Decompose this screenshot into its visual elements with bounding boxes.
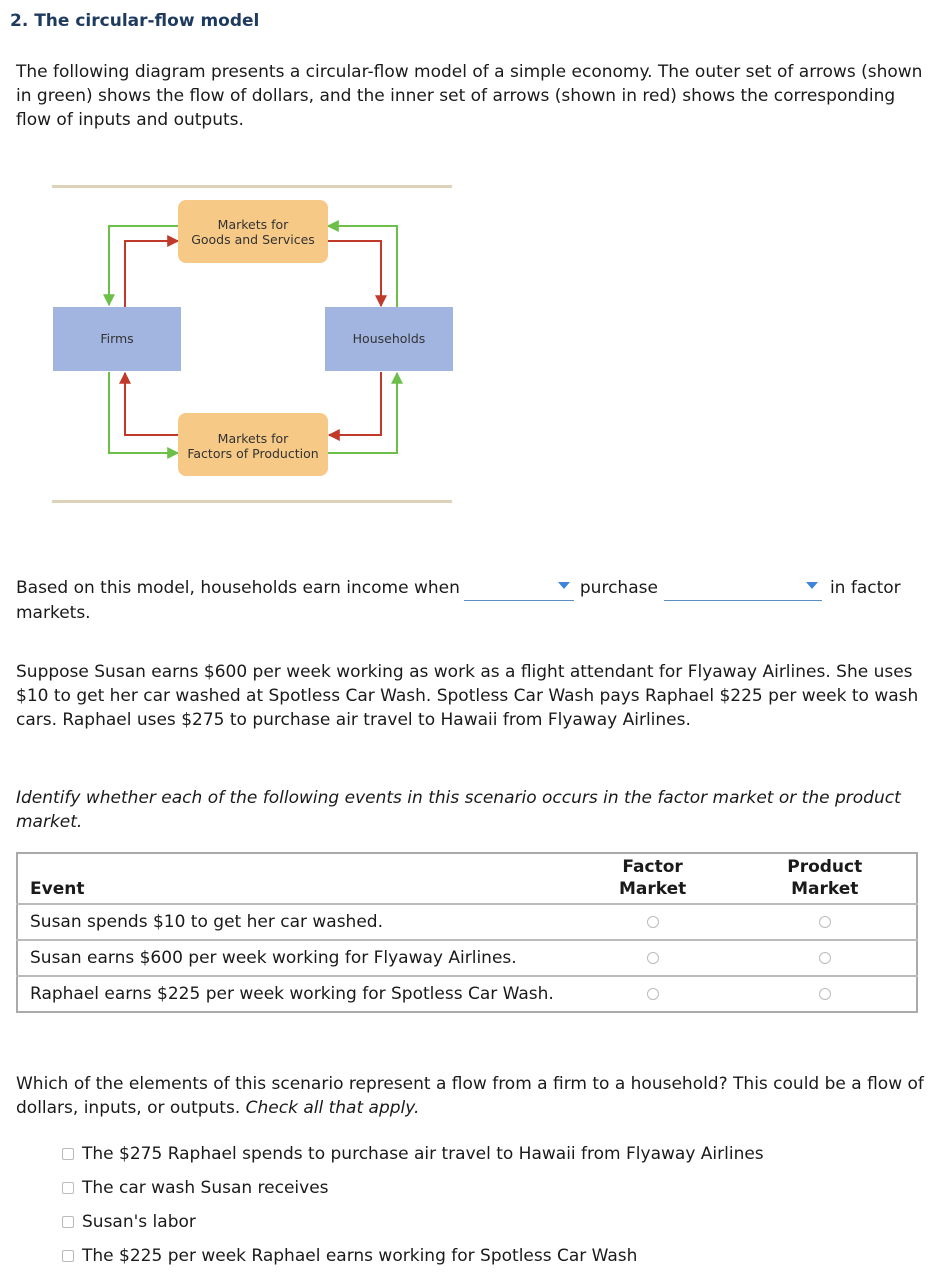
- question-3: Which of the elements of this scenario r…: [16, 1072, 931, 1120]
- goods-market-label-1: Markets for: [218, 217, 290, 232]
- table-row: Susan spends $10 to get her car washed.: [17, 903, 917, 940]
- page-title: 2. The circular-flow model: [10, 11, 260, 31]
- factor-market-radio[interactable]: [646, 952, 659, 964]
- option-label: The car wash Susan receives: [82, 1178, 329, 1198]
- list-item[interactable]: The $225 per week Raphael earns working …: [62, 1244, 764, 1278]
- circular-flow-diagram: Markets for Goods and Services Markets f…: [52, 185, 453, 503]
- event-cell: Raphael earns $225 per week working for …: [17, 975, 572, 1012]
- green-arrow-households-to-goods: [326, 220, 398, 307]
- table-row: Susan earns $600 per week working for Fl…: [17, 939, 917, 976]
- households-label: Households: [353, 331, 426, 346]
- bottom-rule: [52, 500, 452, 503]
- product-market-radio[interactable]: [818, 988, 831, 1000]
- factors-market-box: [178, 413, 328, 476]
- green-arrow-firms-to-factors: [108, 372, 180, 459]
- list-item[interactable]: Susan's labor: [62, 1210, 764, 1244]
- factor-market-radio[interactable]: [646, 988, 659, 1000]
- red-arrow-factors-to-firms: [119, 371, 178, 436]
- checkbox[interactable]: [62, 1182, 74, 1194]
- q3-text: Which of the elements of this scenario r…: [16, 1074, 924, 1118]
- checkbox[interactable]: [62, 1216, 74, 1228]
- chevron-down-icon: [557, 582, 570, 589]
- red-arrow-firms-to-goods: [124, 235, 180, 307]
- factor-market-label-1: Markets for: [218, 431, 290, 446]
- option-label: The $275 Raphael spends to purchase air …: [82, 1144, 764, 1164]
- q1-text-before: Based on this model, households earn inc…: [16, 578, 460, 598]
- checkbox[interactable]: [62, 1250, 74, 1262]
- list-item[interactable]: The car wash Susan receives: [62, 1176, 764, 1210]
- checkbox-list: The $275 Raphael spends to purchase air …: [62, 1142, 764, 1278]
- red-arrow-households-to-factors: [327, 372, 382, 441]
- event-cell: Susan earns $600 per week working for Fl…: [17, 939, 572, 976]
- product-market-radio[interactable]: [818, 952, 831, 964]
- red-arrow-goods-to-households: [328, 240, 387, 308]
- table-row: Raphael earns $225 per week working for …: [17, 975, 917, 1012]
- top-rule: [52, 185, 452, 188]
- factor-market-radio[interactable]: [646, 916, 659, 928]
- goods-services-market-box: [178, 200, 328, 263]
- dropdown-2[interactable]: [663, 576, 822, 601]
- goods-market-label-2: Goods and Services: [191, 232, 315, 247]
- list-item[interactable]: The $275 Raphael spends to purchase air …: [62, 1142, 764, 1176]
- product-market-radio[interactable]: [818, 916, 831, 928]
- checkbox[interactable]: [62, 1148, 74, 1160]
- households-box: [325, 307, 453, 371]
- green-arrow-goods-to-firms: [103, 225, 178, 307]
- dropdown-1[interactable]: [463, 576, 574, 601]
- factor-market-label-2: Factors of Production: [187, 446, 318, 461]
- question-1: Based on this model, households earn inc…: [16, 576, 931, 625]
- option-label: Susan's labor: [82, 1212, 196, 1232]
- q1-text-middle: purchase: [579, 578, 658, 598]
- option-label: The $225 per week Raphael earns working …: [82, 1246, 638, 1266]
- chevron-down-icon: [805, 582, 818, 589]
- q3-hint: Check all that apply.: [245, 1098, 420, 1118]
- col-event: Event: [30, 879, 85, 899]
- green-arrow-factors-to-households: [328, 371, 403, 454]
- firms-label: Firms: [100, 331, 133, 346]
- q1-text-after: in factor markets.: [16, 578, 901, 623]
- scenario-paragraph: Suppose Susan earns $600 per week workin…: [16, 662, 919, 730]
- event-cell: Susan spends $10 to get her car washed.: [17, 903, 572, 940]
- firms-box: [53, 307, 181, 371]
- instructions: Identify whether each of the following e…: [16, 788, 901, 832]
- intro-paragraph: The following diagram presents a circula…: [16, 62, 923, 130]
